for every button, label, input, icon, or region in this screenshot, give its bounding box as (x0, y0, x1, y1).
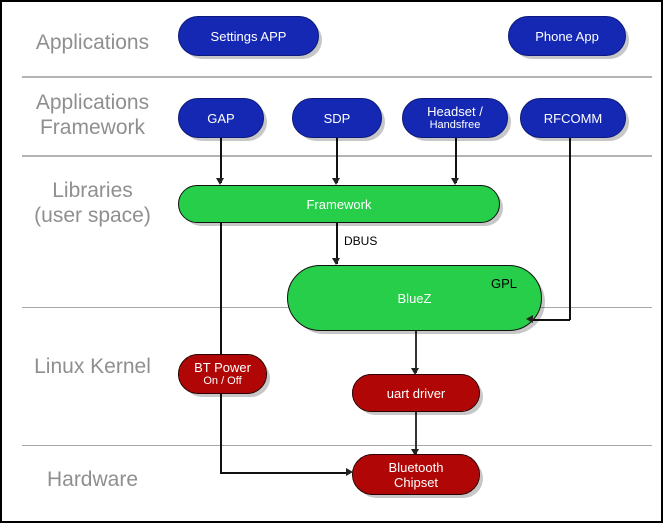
edge-framework-to-chipset-vertical (220, 222, 222, 473)
edge-uart-to-chipset-arrow (411, 449, 419, 456)
node-settings-app[interactable]: Settings APP (178, 16, 319, 56)
node-headset-label: Headset / (427, 104, 483, 119)
node-bluez-label: BlueZ (397, 290, 432, 306)
node-framework-label: Framework (306, 196, 372, 212)
band-label-linux-kernel: Linux Kernel (34, 355, 151, 378)
node-gap-label: GAP (207, 110, 235, 126)
node-sdp[interactable]: SDP (292, 98, 382, 138)
edge-gap-to-framework-arrow (216, 178, 224, 185)
node-rfcomm[interactable]: RFCOMM (520, 98, 626, 138)
band-label-applications: Applications (35, 31, 150, 54)
edge-bluez-to-uart-arrow (411, 368, 419, 375)
node-bluetooth-chipset-sublabel: Chipset (393, 474, 439, 490)
edge-sdp-to-framework-line (336, 138, 338, 183)
node-handsfree-sublabel: Handsfree (429, 119, 481, 131)
node-bt-power-label: BT Power (194, 360, 251, 375)
node-bluez[interactable]: BlueZ GPL (287, 265, 542, 331)
edge-gap-to-framework-line (220, 138, 222, 183)
edge-headset-to-framework-arrow (451, 178, 459, 185)
edge-framework-to-bluez-arrow (332, 258, 340, 265)
node-bt-power-sublabel: On / Off (203, 375, 242, 387)
node-bluetooth-chipset-label: Bluetooth (388, 459, 444, 475)
separator-applications (22, 76, 652, 78)
edge-rfcomm-to-bluez-arrow (526, 315, 533, 323)
edge-framework-to-chipset-arrow (346, 468, 353, 476)
node-framework[interactable]: Framework (178, 185, 500, 223)
edge-label-dbus: DBUS (344, 234, 378, 248)
node-bluetooth-chipset[interactable]: Bluetooth Chipset (352, 454, 480, 495)
node-phone-app[interactable]: Phone App (508, 16, 626, 56)
edge-sdp-to-framework-arrow (332, 178, 340, 185)
edge-framework-to-chipset-horizontal (220, 472, 347, 474)
node-rfcomm-label: RFCOMM (543, 110, 603, 126)
edge-headset-to-framework-line (455, 138, 457, 183)
band-label-hardware: Hardware (46, 468, 139, 491)
node-sdp-label: SDP (323, 110, 351, 126)
edge-rfcomm-horizontal-line (532, 319, 570, 321)
edge-rfcomm-vertical-line (569, 138, 571, 320)
edge-bluez-to-uart-line (415, 328, 417, 373)
node-headset-handsfree[interactable]: Headset / Handsfree (402, 98, 508, 138)
edge-framework-to-bluez-line (336, 222, 338, 264)
node-gap[interactable]: GAP (178, 98, 264, 138)
node-bluez-gpl-tag: GPL (490, 276, 517, 291)
node-uart-driver-label: uart driver (386, 385, 446, 401)
node-settings-app-label: Settings APP (210, 28, 287, 44)
edge-uart-to-chipset-line (415, 409, 417, 454)
band-label-libraries: Libraries (user space) (34, 179, 151, 227)
node-uart-driver[interactable]: uart driver (352, 374, 480, 412)
node-phone-app-label: Phone App (535, 28, 599, 44)
node-bt-power[interactable]: BT Power On / Off (178, 354, 267, 394)
separator-kernel (22, 445, 652, 446)
band-label-applications-framework: Applications Framework (35, 91, 150, 139)
